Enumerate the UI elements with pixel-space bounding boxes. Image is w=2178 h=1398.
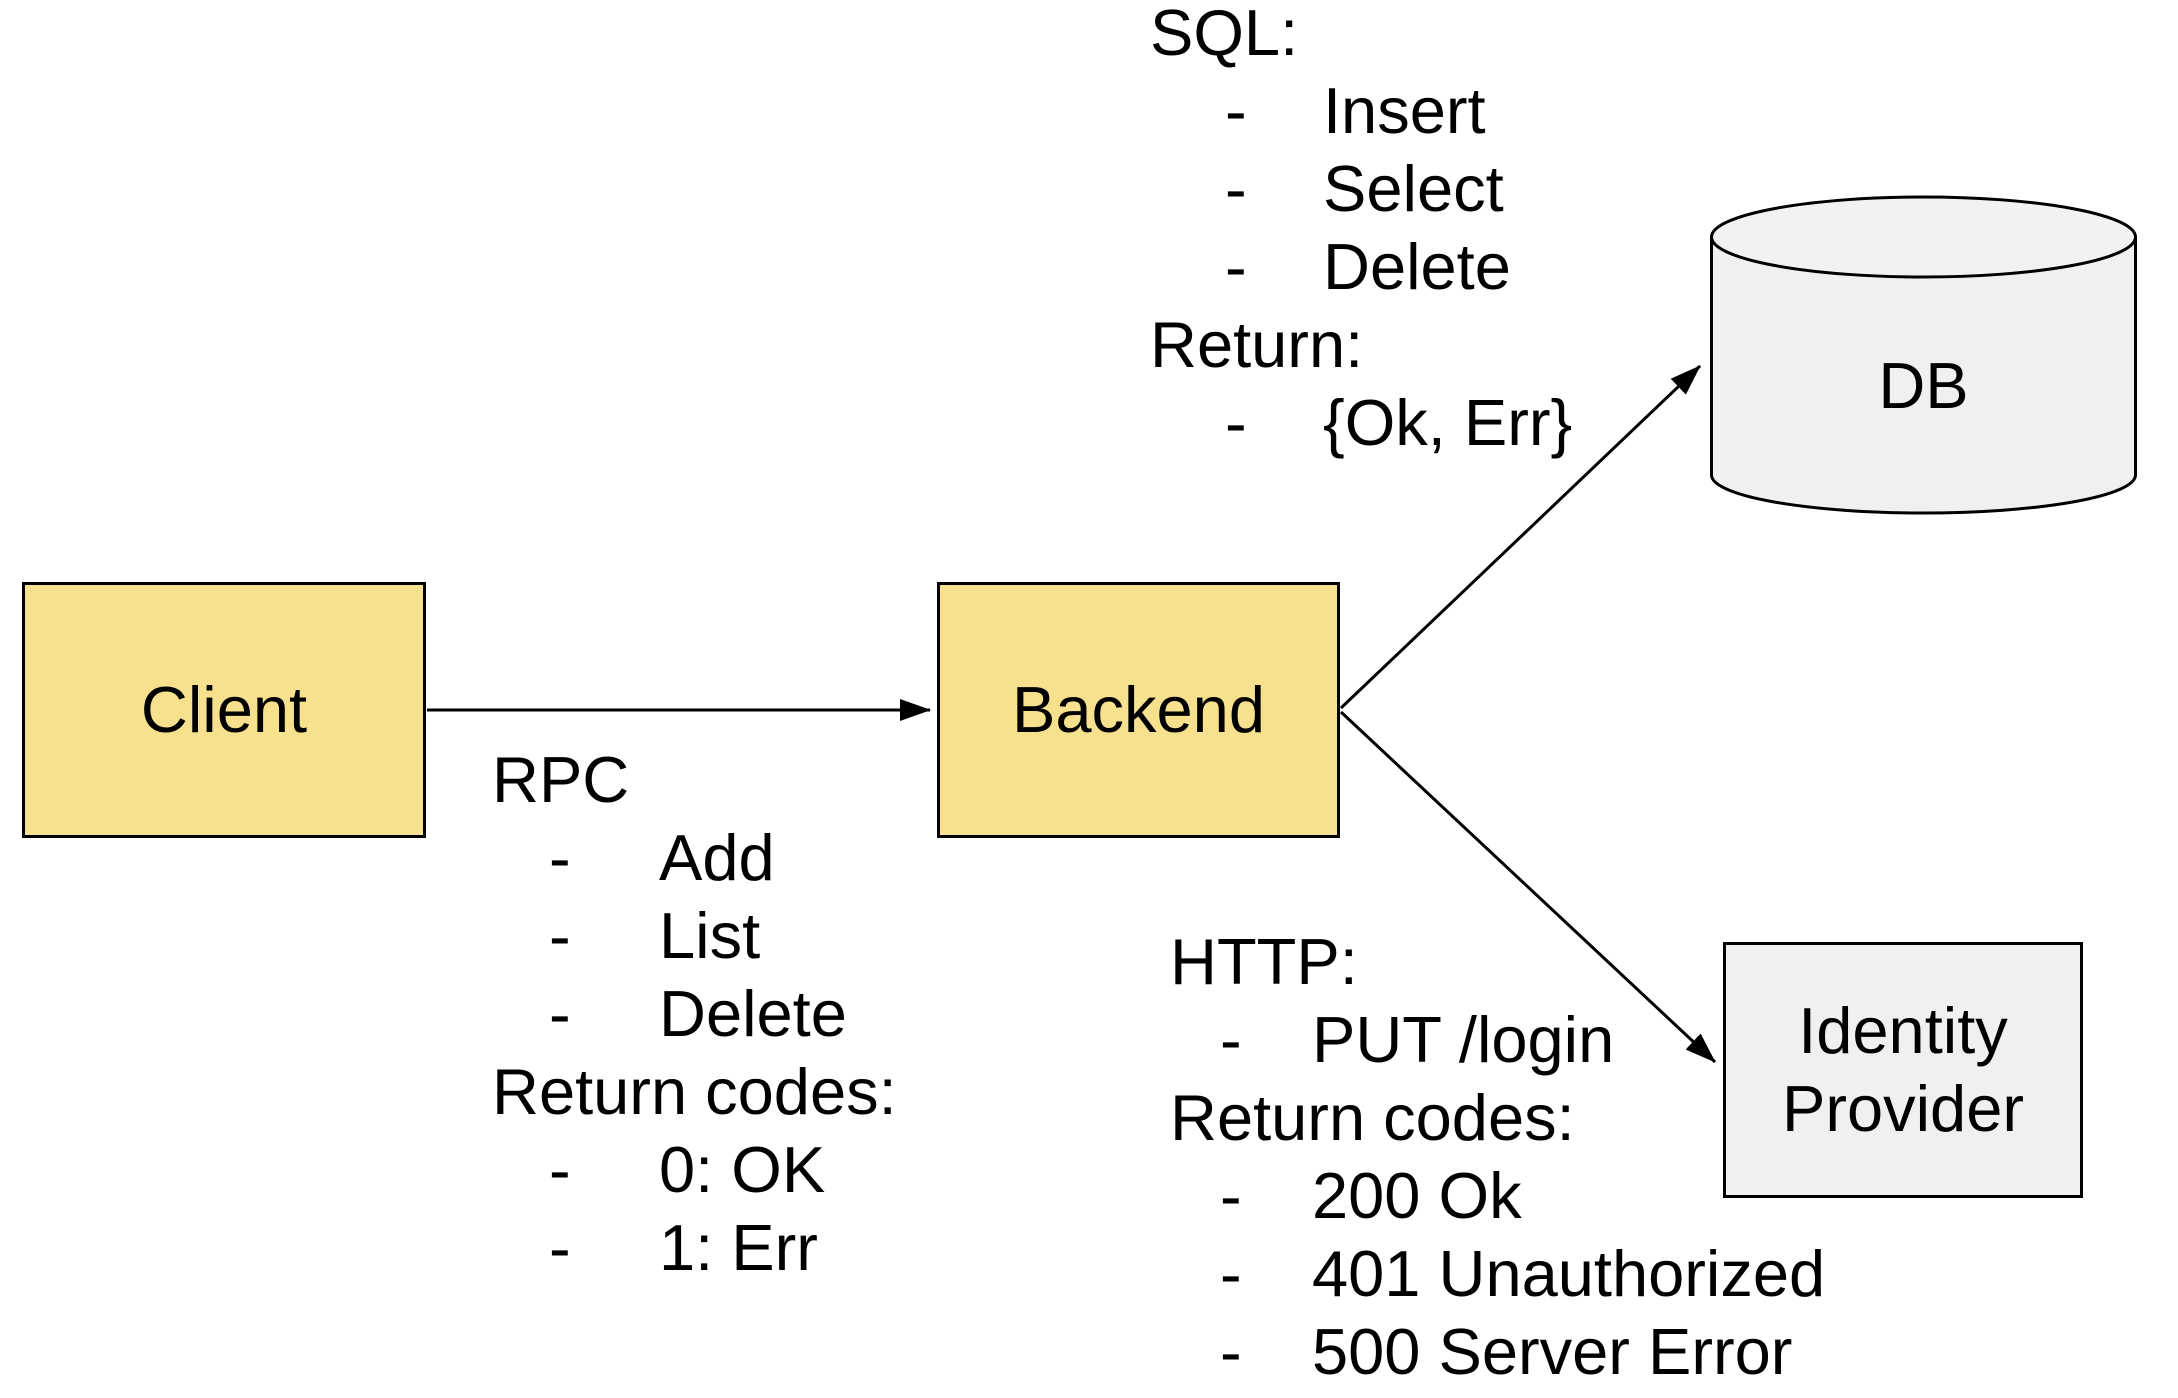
bullet-dash: - [549,977,571,1050]
note-item-text: 401 Unauthorized [1312,1237,1826,1310]
note-header-text: HTTP: [1170,925,1358,998]
note-line: - Delete [492,975,897,1053]
note-header-text: Return codes: [1170,1081,1575,1154]
note-item-text: 200 Ok [1312,1159,1522,1232]
note-item-text: Delete [659,977,847,1050]
note-item-text: {Ok, Err} [1323,386,1573,459]
db-cylinder-top [1710,195,2137,279]
note-item-text: 0: OK [659,1133,826,1206]
note-header-text: Return codes: [492,1055,897,1128]
note-line: - Delete [1150,228,1511,306]
bullet-dash: - [549,821,571,894]
node-identity-provider: Identity Provider [1723,942,2083,1198]
db-cylinder-body [1710,237,2137,515]
note-line: SQL: [1150,0,1363,72]
arrow-backend-to-db [1339,364,1702,710]
bullet-dash: - [1220,1003,1242,1076]
bullet-dash: - [1225,386,1247,459]
bullet-dash: - [549,1133,571,1206]
note-item-text: 1: Err [659,1211,818,1284]
bullet-dash: - [1225,230,1247,303]
note-line: HTTP: [1170,923,1575,1001]
node-db-label: DB [1878,349,1969,422]
note-line: - List [492,897,897,975]
note-line: -401 Unauthorized [1170,1235,1825,1313]
bullet-dash: - [1220,1159,1242,1232]
node-db-cylinder [1710,195,2137,515]
note-http: HTTP: -PUT /login Return codes: -200 Ok … [1170,923,1825,1391]
node-client: Client [22,582,426,838]
note-line: Return codes: [492,1053,897,1131]
note-line: -200 Ok [1170,1157,1575,1235]
node-client-label: Client [140,673,308,746]
arrow-backend-to-identity-provider [1339,710,1717,1064]
node-backend: Backend [937,582,1340,838]
note-line: Return codes: [1170,1079,1575,1157]
note-header-text: Return: [1150,308,1364,381]
note-line: Return: [1150,306,1363,384]
bullet-dash: - [1220,1315,1242,1388]
note-line: RPC [492,741,897,819]
note-line: - Select [1150,150,1504,228]
note-item-text: Select [1323,152,1504,225]
note-line: - Add [492,819,897,897]
note-rpc: RPC - Add - List - Delete Return codes: - 0:… [492,741,897,1287]
note-item-text: Insert [1323,74,1486,147]
bullet-dash: - [1225,152,1247,225]
note-line: - 0: OK [492,1131,897,1209]
note-header-text: SQL: [1150,0,1299,69]
note-line: - {Ok, Err} [1150,384,1572,462]
note-sql: SQL: - Insert - Select - Delete Return: - {O… [1150,0,1572,462]
note-line: -PUT /login [1170,1001,1614,1079]
note-line: -500 Server Error [1170,1313,1792,1391]
node-backend-label: Backend [1012,673,1265,746]
note-item-text: PUT /login [1312,1003,1615,1076]
note-item-text: Add [659,821,775,894]
note-line: - 1: Err [492,1209,897,1287]
bullet-dash: - [549,1211,571,1284]
bullet-dash: - [1225,74,1247,147]
note-header-text: RPC [492,743,630,816]
bullet-dash: - [1220,1237,1242,1310]
bullet-dash: - [549,899,571,972]
note-item-text: List [659,899,761,972]
note-item-text: 500 Server Error [1312,1315,1793,1388]
note-line: - Insert [1150,72,1486,150]
note-item-text: Delete [1323,230,1511,303]
node-identity-provider-label: Identity Provider [1781,994,2025,1145]
